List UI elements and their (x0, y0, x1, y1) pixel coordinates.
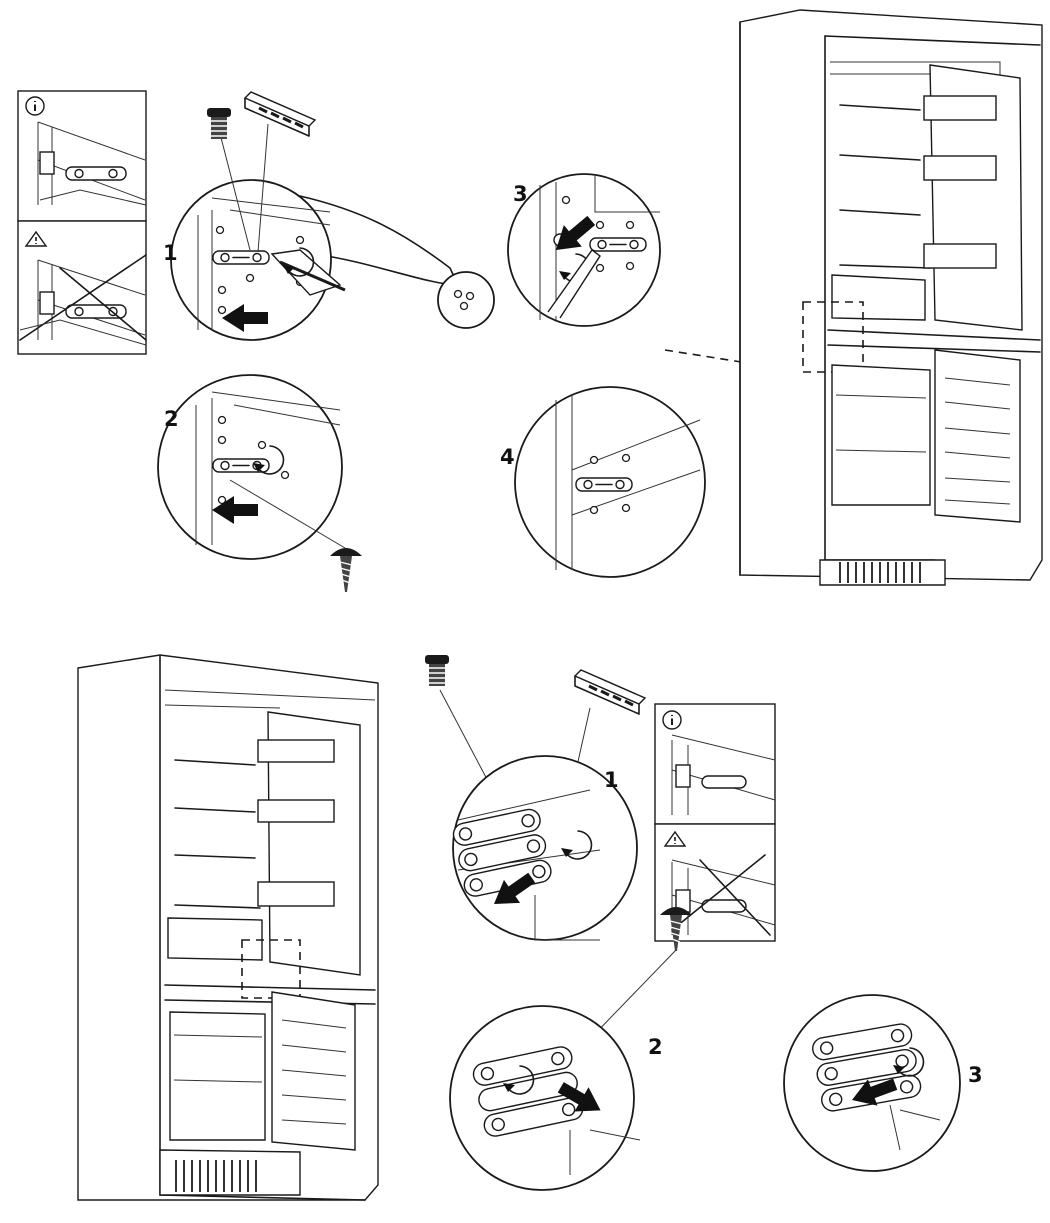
bottom-step-1-label: 1 (604, 768, 619, 792)
top-step-2-detail (157, 374, 346, 560)
bottom-step-2-label: 2 (648, 1035, 663, 1059)
top-step-3-label: 3 (513, 182, 528, 206)
bottom-cap-screw-icon (424, 654, 450, 687)
bottom-step-3-label: 3 (968, 1063, 983, 1087)
bottom-step-3-detail (783, 994, 961, 1172)
top-step-2-label: 2 (164, 407, 179, 431)
cap-screw-icon (206, 107, 232, 140)
top-step-4-label: 4 (500, 445, 515, 469)
top-info-warning-panel (17, 90, 147, 355)
bottom-bracket-tool-icon (573, 668, 647, 716)
top-step-1-detail (170, 123, 495, 341)
wood-screw-icon (329, 547, 363, 593)
bottom-step-1-detail (452, 755, 638, 941)
bottom-step-2-detail (449, 1005, 641, 1191)
top-step-3-detail (507, 173, 661, 327)
bottom-fridge-illustration (77, 654, 379, 1201)
top-zoom-source-circle (437, 271, 495, 329)
bracket-tool-icon (243, 90, 317, 138)
top-step-4-detail (514, 386, 706, 578)
bottom-info-warning-panel (654, 703, 776, 942)
top-step-1-label: 1 (163, 241, 178, 265)
top-fridge-illustration (739, 9, 1043, 586)
